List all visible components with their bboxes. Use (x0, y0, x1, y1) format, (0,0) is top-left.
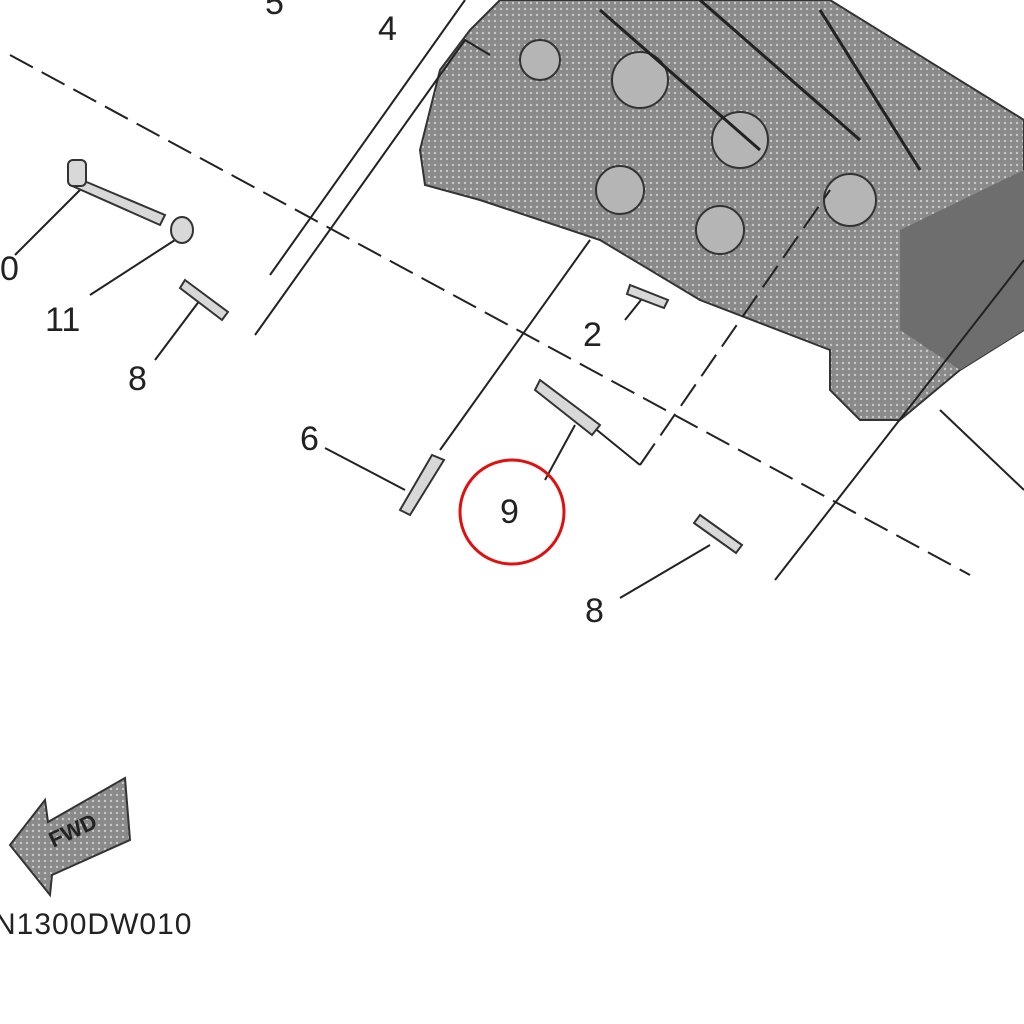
callout-8-lower: 8 (585, 592, 604, 630)
bolt-8b (692, 513, 744, 555)
cylinder-head (418, 0, 1024, 421)
dashed-axis (9, 54, 971, 576)
parts (67, 159, 744, 555)
callout-4: 4 (378, 10, 397, 48)
callout-11: 11 (45, 301, 81, 339)
callout-10: 0 (0, 250, 19, 288)
callout-8: 8 (128, 360, 147, 398)
leader-lines (14, 0, 1024, 599)
drawing-code: N1300DW010 (0, 908, 193, 941)
callout-2: 2 (583, 316, 602, 354)
callout-9[interactable]: 9 (500, 493, 519, 531)
fwd-arrow-icon (8, 776, 132, 898)
seal-11 (170, 216, 194, 244)
bolt-8a (178, 278, 230, 322)
callout-6: 6 (300, 420, 319, 458)
callout-5: 5 (265, 0, 284, 22)
dowel-6 (398, 453, 446, 517)
sensor-9 (533, 378, 602, 437)
stud-2 (625, 283, 670, 310)
highlight-circle (458, 458, 566, 566)
